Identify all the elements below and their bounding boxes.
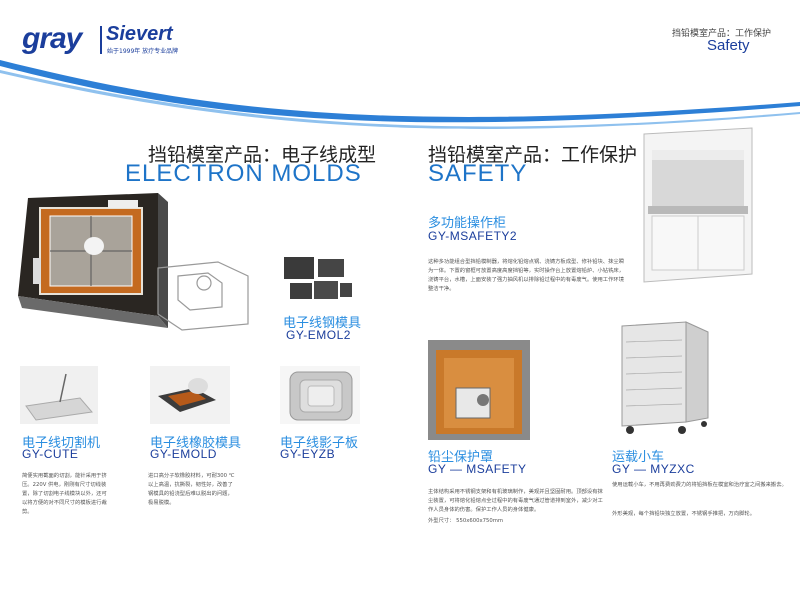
- electron-mold-photo: [18, 193, 249, 331]
- item-emold-desc: 进口高分子软橡胶材料，可耐300 ℃以上高温，抗撕裂，韧性好，改善了钢模具的铅浇…: [148, 473, 235, 506]
- item-msafety-cn: 铅尘保护罩: [428, 450, 494, 465]
- item-eyzb-cn: 电子线影子板: [280, 436, 359, 451]
- item-myzxc-desc: 使用运载小车，不用再费劲费力的将铅挡板在模室和治疗室之间搬来搬去。: [612, 482, 787, 488]
- item-myzxc-en: GY — MYZXC: [612, 462, 695, 476]
- rubber-mold-photo: [150, 366, 230, 424]
- item-emold-cn: 电子线橡胶模具: [150, 436, 242, 451]
- header-section-en: Safety: [707, 37, 750, 54]
- header-section-cn: 挡铅模室产品：工作保护: [672, 29, 772, 39]
- item-emol2-cn: 电子线钢模具: [283, 316, 362, 331]
- item-cute-desc: 简便实用截面的切割，能针采用于挤压。220V 供电，刚刚有尺寸切线装置，除了切割…: [22, 473, 107, 515]
- item-myzxc-cn: 运载小车: [612, 450, 665, 465]
- shadow-plate-photo: [280, 366, 360, 424]
- logo-divider: [100, 26, 102, 54]
- item-eyzb-en: GY-EYZB: [280, 447, 336, 461]
- item-myzxc-desc2: 外形美观，每个挡铅块独立放置，不锈钢手推把，万向脚轮。: [612, 511, 756, 517]
- dust-hood-photo: [428, 340, 530, 440]
- item-msafety2-en: GY-MSAFETY2: [428, 229, 518, 243]
- transport-cart-photo: [621, 321, 709, 434]
- logo-gray: gray: [22, 22, 82, 55]
- operating-cabinet-photo: [643, 127, 753, 283]
- right-title-en: SAFETY: [428, 160, 528, 187]
- item-cute-cn: 电子线切割机: [22, 436, 101, 451]
- steel-mold-photo: [284, 257, 352, 299]
- item-emol2-en: GY-EMOL2: [286, 328, 351, 342]
- item-cute-en: GY-CUTE: [22, 447, 79, 461]
- left-title-cn: 挡铅模室产品：电子线成型: [148, 144, 377, 166]
- cutter-photo: [20, 366, 98, 424]
- right-title-cn: 挡铅模室产品：工作保护: [428, 144, 638, 166]
- logo-sievert: Sievert: [106, 23, 173, 45]
- item-msafety2-desc: 这种多功能组合型挡铅模制器，将熔化铅熔点锅、浇铸方板成型、修补铅块、抹尘瞬为一体…: [428, 259, 624, 292]
- item-msafety-en: GY — MSAFETY: [428, 462, 527, 476]
- item-msafety-dims: 外型尺寸： 550x600x750mm: [428, 518, 504, 524]
- left-title-en: ELECTRON MOLDS: [125, 160, 362, 187]
- logo-tagline: 始于1999年 放疗专业品牌: [107, 48, 179, 55]
- item-msafety2-cn: 多功能操作柜: [428, 216, 507, 231]
- item-msafety-desc: 主体结构采用不锈钢支架和有机玻璃制作，美观并且坚固耐用。顶部设有抹尘装置，可将熔…: [428, 489, 603, 513]
- item-emold-en: GY-EMOLD: [150, 447, 217, 461]
